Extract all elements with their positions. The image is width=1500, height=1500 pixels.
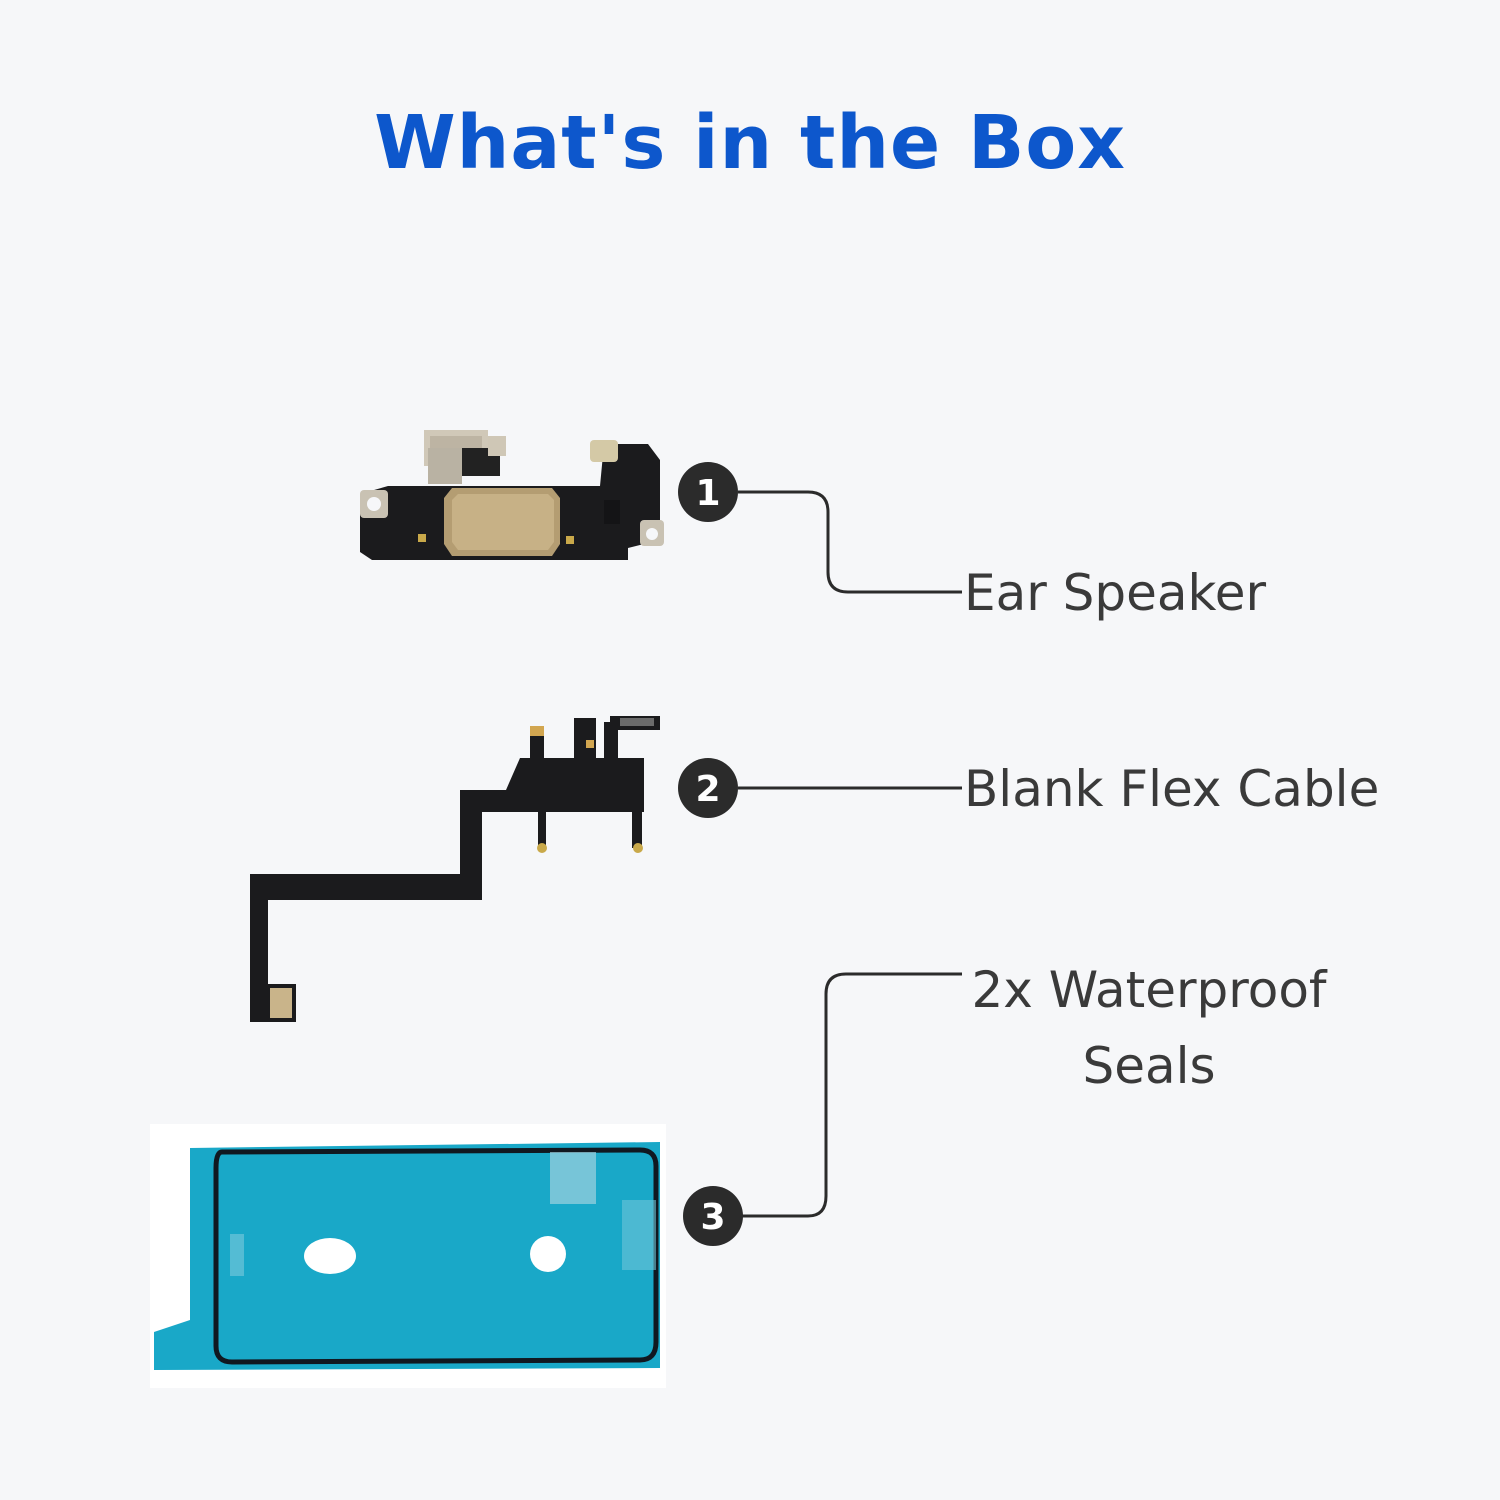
waterproof-seal-image — [150, 1124, 666, 1388]
svg-text:1: 1 — [695, 473, 720, 514]
badge-2: 2 — [678, 758, 738, 818]
waterproof-seals-label: 2x Waterproof Seals — [971, 961, 1327, 1095]
badge-1: 1 — [678, 462, 738, 522]
flex-cable-image — [250, 716, 660, 1022]
connector-line-1 — [738, 490, 962, 594]
svg-text:2: 2 — [695, 769, 720, 810]
badge-3: 3 — [683, 1186, 743, 1246]
ear-speaker-label: Ear Speaker — [964, 564, 1267, 622]
svg-text:3: 3 — [700, 1197, 725, 1238]
flex-cable-label: Blank Flex Cable — [964, 760, 1380, 818]
page-title: What's in the Box — [374, 100, 1126, 186]
ear-speaker-image — [360, 430, 664, 560]
connector-line-3 — [742, 972, 962, 1218]
